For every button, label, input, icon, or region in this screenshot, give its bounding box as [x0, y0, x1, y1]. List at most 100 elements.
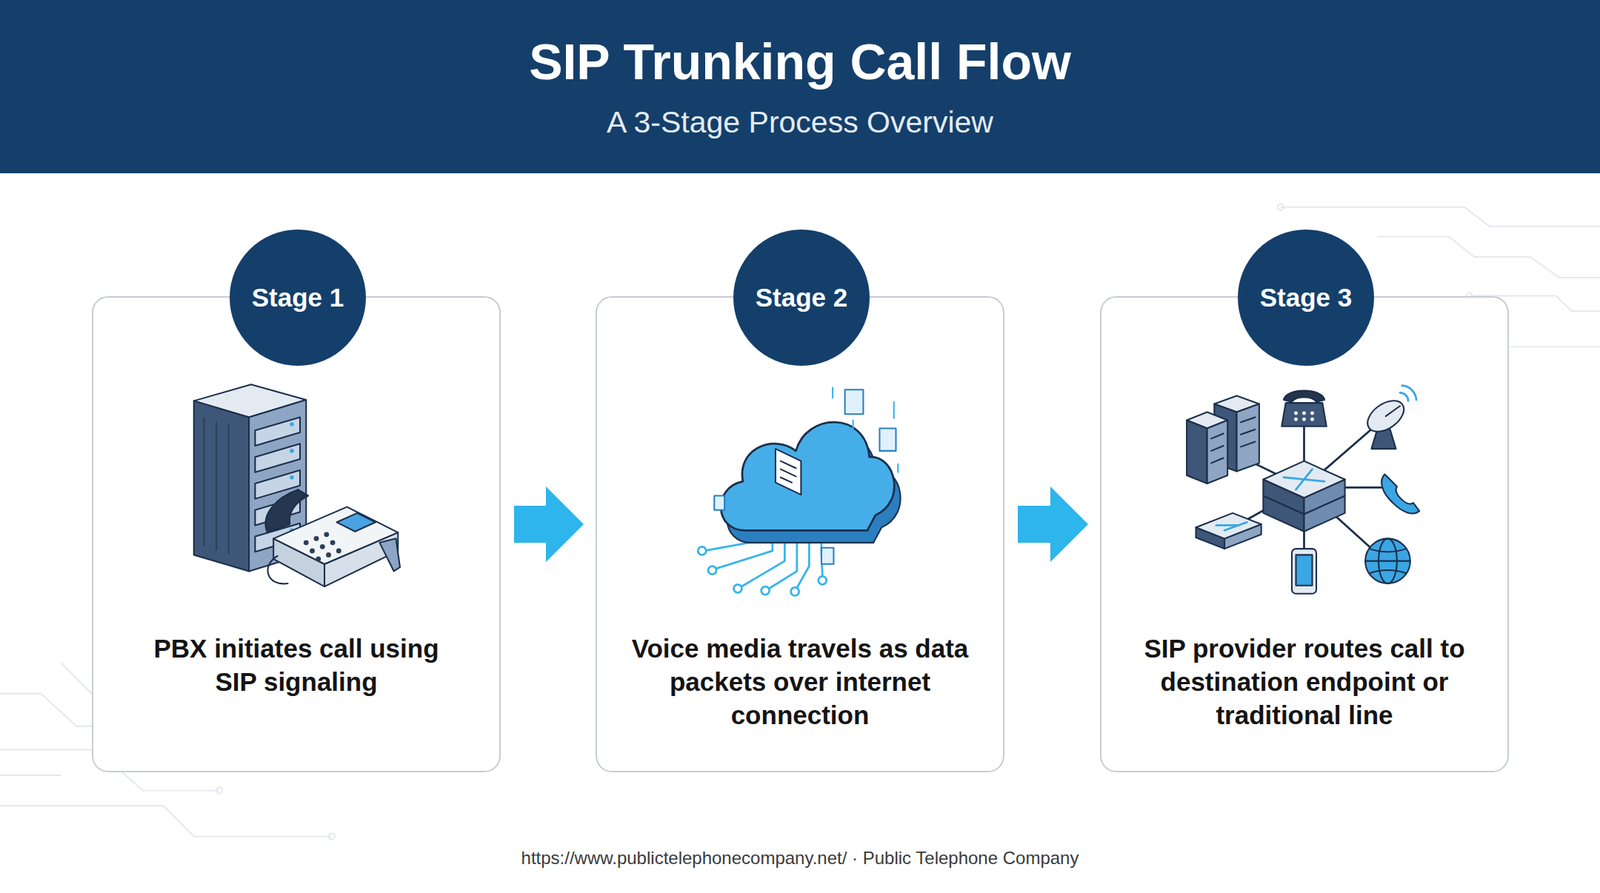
cloud-circuit	[697, 546, 706, 555]
server-rack	[254, 443, 300, 473]
phone-icon	[1283, 391, 1325, 403]
routing-hub	[1262, 495, 1304, 532]
mobile-icon	[1291, 548, 1317, 595]
cloud-icon	[780, 477, 792, 483]
server-pair	[1211, 458, 1224, 464]
mobile-icon	[1291, 548, 1317, 595]
server-rack	[215, 422, 218, 550]
circuit-lines	[1510, 345, 1600, 348]
stage-description: SIP provider routes call to destination …	[1119, 631, 1490, 732]
satellite-dish	[1362, 394, 1410, 439]
server-rack	[194, 384, 307, 418]
cloud-circuit	[795, 528, 809, 591]
server-rack	[289, 502, 295, 507]
illustrations	[194, 384, 1420, 596]
routing-hub	[1262, 461, 1345, 499]
server-rack	[289, 528, 295, 534]
network-spokes	[1224, 448, 1304, 488]
server-pair	[1207, 420, 1229, 484]
data-packets	[852, 420, 855, 429]
server-pair	[1237, 404, 1260, 472]
desk-phone	[320, 544, 326, 550]
desk-phone	[303, 540, 309, 546]
handset-icon	[1381, 474, 1420, 515]
phone-icon	[1281, 402, 1327, 427]
cloud-icon	[780, 461, 797, 469]
network-spokes	[1224, 426, 1388, 557]
globe-icon	[1369, 548, 1407, 552]
server-rack	[194, 400, 249, 572]
server-pair	[1186, 412, 1228, 429]
desk-phone	[323, 531, 329, 538]
server-pair	[1211, 445, 1224, 452]
server-pair	[1214, 404, 1237, 472]
cloud-icon	[780, 469, 797, 478]
cloud-circuit	[821, 525, 823, 577]
stage-badge: Stage 2	[733, 229, 870, 366]
server-rack	[254, 497, 300, 526]
server-rack	[254, 470, 300, 500]
phone-icon	[1294, 411, 1298, 415]
router-icon	[1195, 513, 1261, 539]
cloud-icon	[775, 448, 801, 495]
stage-card: SIP provider routes call to destination …	[1100, 296, 1509, 773]
circuit-lines	[1280, 207, 1600, 227]
stage-number: Stage 3	[1260, 282, 1353, 313]
circuit-lines	[0, 805, 332, 837]
data-packets	[845, 389, 864, 415]
server-rack	[202, 418, 205, 546]
desk-phone	[330, 540, 336, 546]
circuit-lines	[1277, 204, 1284, 211]
flow-arrow	[1017, 486, 1089, 563]
router-icon	[1195, 513, 1261, 549]
routing-hub	[1262, 461, 1345, 532]
desk-phone	[325, 552, 332, 558]
server-rack	[289, 475, 295, 480]
router-icon	[1224, 522, 1247, 531]
circuit-lines	[0, 204, 1600, 840]
server-rack	[289, 422, 295, 427]
network-spokes	[1304, 428, 1373, 489]
globe-icon	[1369, 570, 1407, 574]
network-spokes	[1302, 426, 1306, 489]
server-pair	[1211, 433, 1224, 439]
server-pair	[1240, 429, 1255, 435]
desk-phone	[337, 513, 376, 532]
satellite-dish	[1371, 428, 1396, 450]
desk-phone	[273, 538, 325, 587]
data-packets	[714, 495, 725, 510]
diagram-title: SIP Trunking Call Flow	[0, 31, 1600, 92]
desk-phone	[315, 556, 321, 562]
cloud-circuit	[818, 576, 827, 585]
server-pair	[1240, 441, 1255, 447]
satellite-dish	[1362, 385, 1417, 449]
server-rack	[289, 448, 295, 454]
server-pair	[1186, 420, 1208, 484]
server-rack	[248, 400, 306, 572]
desk-phone	[265, 489, 309, 533]
routing-hub	[1304, 479, 1346, 515]
desk-phone	[265, 489, 400, 587]
globe-icon	[1365, 560, 1411, 563]
cloud-circuit	[708, 566, 717, 575]
routing-hub	[1283, 477, 1325, 483]
desk-phone	[273, 507, 398, 565]
stage-badge: Stage 3	[1237, 229, 1375, 366]
phone-icon	[1310, 411, 1315, 415]
stage-description: PBX initiates call using SIP signaling	[140, 631, 452, 699]
network-spokes	[1304, 487, 1380, 556]
data-packets	[893, 402, 895, 419]
cloud-icon	[726, 434, 900, 543]
cloud-circuit	[761, 586, 770, 595]
desk-phone	[267, 556, 288, 585]
handset-icon	[1381, 474, 1420, 515]
network-spokes	[1237, 487, 1305, 526]
phone-icon	[1294, 417, 1298, 422]
stage-description: Voice media travels as data packets over…	[614, 631, 986, 732]
stage-badge: Stage 1	[229, 229, 366, 366]
mobile-icon	[1295, 554, 1312, 586]
router-icon	[1195, 527, 1225, 549]
desk-phone	[379, 538, 400, 572]
phone-icon	[1302, 411, 1306, 415]
router-icon	[1224, 524, 1262, 549]
